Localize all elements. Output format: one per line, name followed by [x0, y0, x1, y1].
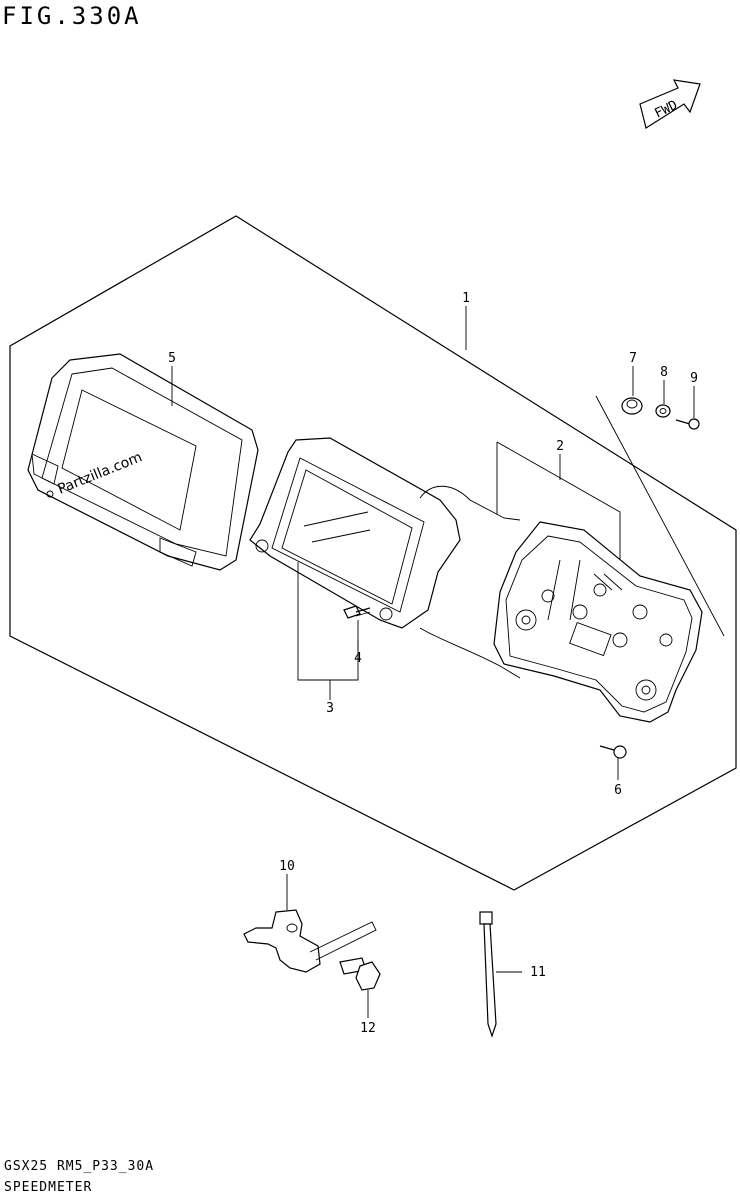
display-frame	[249, 437, 461, 629]
fwd-arrow-icon: FWD	[639, 79, 701, 129]
callout-10: 10	[279, 859, 295, 874]
speed-sensor	[243, 909, 377, 973]
footer-name: SPEEDMETER	[4, 1180, 93, 1195]
callout-11: 11	[530, 965, 546, 980]
callout-1: 1	[462, 291, 470, 306]
assembly-outline	[9, 215, 737, 891]
footer-code: GSX25 RM5_P33_30A	[4, 1159, 155, 1174]
callout-6: 6	[614, 783, 622, 798]
screw-4	[343, 605, 371, 619]
callout-12: 12	[360, 1021, 376, 1036]
callout-8: 8	[660, 365, 668, 380]
callout-7: 7	[629, 351, 637, 366]
leader-lines	[171, 306, 695, 1018]
bolt-12	[339, 957, 381, 991]
callout-5: 5	[168, 351, 176, 366]
screw-6	[599, 745, 627, 759]
meter-cover	[27, 353, 259, 571]
small-parts-bracket	[595, 395, 725, 637]
callout-3: 3	[326, 701, 334, 716]
gasket	[419, 485, 521, 679]
washer-8	[655, 404, 671, 418]
callout-4: 4	[354, 651, 362, 666]
callout-9: 9	[690, 371, 698, 386]
cable-tie	[479, 911, 497, 1038]
callout-2: 2	[556, 439, 564, 454]
callouts: 1 2 3 4 5 6 7 8 9 10 11 12	[168, 291, 698, 1036]
screw-9	[675, 418, 700, 430]
grommet-7	[621, 397, 643, 415]
meter-housing	[493, 521, 703, 723]
figure-title: FIG.330A	[2, 2, 142, 30]
